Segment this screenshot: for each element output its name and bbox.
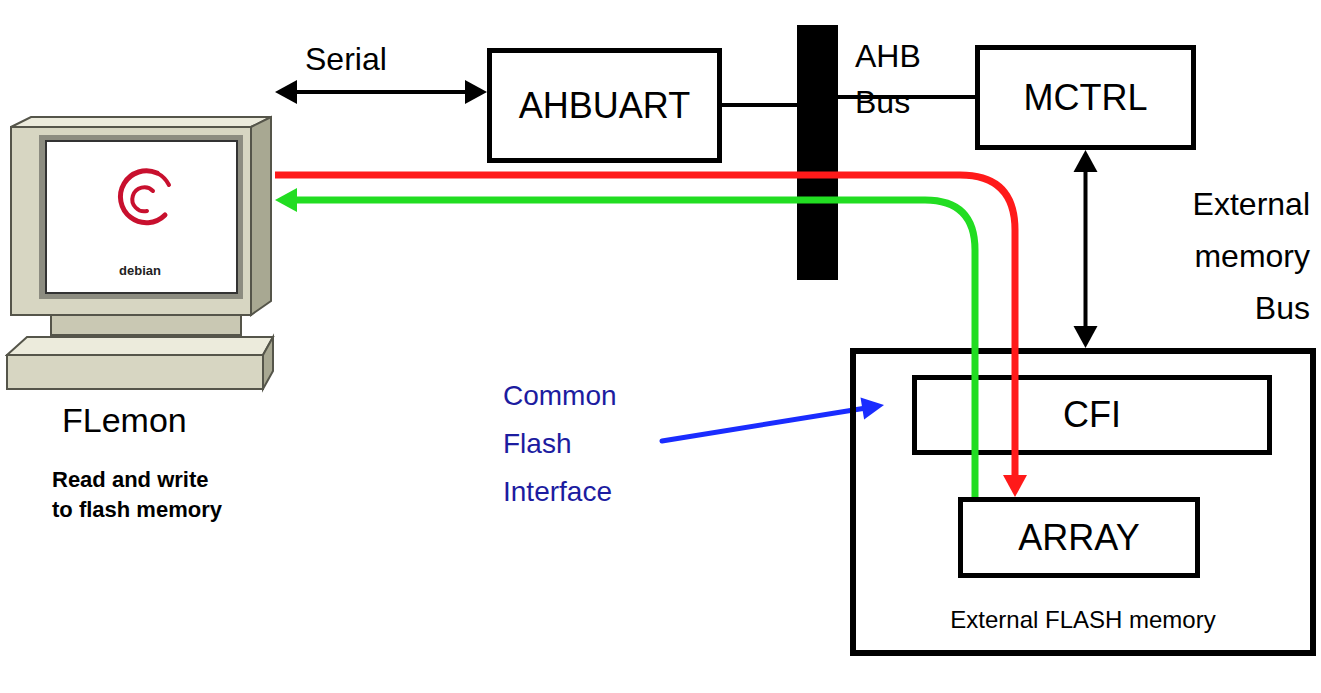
connector [1084, 168, 1088, 330]
interface-box: CFI [912, 375, 1272, 455]
connector [293, 90, 469, 94]
text-slot: External FLASH memory [856, 606, 1310, 635]
bus-bar: AHB Bus [797, 25, 838, 280]
callout-label: Common Flash Interface [503, 372, 673, 516]
arrowhead [465, 80, 487, 104]
text-slot: Common Flash Interface [503, 372, 673, 516]
computer-part [251, 117, 271, 315]
connector-label: Serial [305, 40, 387, 78]
arrowhead [1074, 326, 1098, 348]
flash-memory-box: External FLASH memory CFI ARRAY [850, 348, 1316, 656]
text-slot: debian [100, 263, 180, 279]
text-slot: Serial [305, 40, 387, 78]
text-slot: FLemon [62, 400, 187, 441]
uart-box: AHBUART [487, 48, 722, 163]
arrowhead [275, 80, 297, 104]
arrowhead [1074, 150, 1098, 172]
text-slot: Read and write to flash memory [52, 465, 227, 525]
array-box: ARRAY [958, 497, 1200, 578]
computer-part [46, 141, 237, 293]
computer-part [132, 187, 153, 211]
node-caption: External FLASH memory [856, 606, 1310, 635]
computer-part [157, 173, 169, 185]
connector [722, 103, 797, 107]
computer-part [120, 171, 165, 223]
node-caption: FLemon [62, 400, 187, 441]
computer-part [7, 337, 273, 355]
computer-illustration [5, 115, 275, 395]
box-label: AHBUART [519, 84, 690, 127]
node-caption: AHB Bus [855, 33, 935, 125]
connector-label: External memory Bus [1160, 178, 1310, 334]
text-slot: AHB Bus [855, 33, 935, 125]
box-label: ARRAY [1018, 516, 1139, 559]
node-caption: Read and write to flash memory [52, 465, 227, 525]
computer-part [51, 315, 241, 335]
arrowhead [1003, 475, 1027, 497]
callout-arrowhead [861, 398, 885, 420]
computer-part [11, 127, 251, 315]
computer-part [39, 135, 243, 299]
callout-leader [662, 408, 866, 441]
text-slot: External memory Bus [1160, 178, 1310, 334]
computer-part [7, 355, 263, 389]
screen-logo-text: debian [100, 263, 180, 279]
computer-node: debianFLemonRead and write to flash memo… [5, 115, 275, 395]
box-label: CFI [1063, 393, 1121, 436]
computer-part [263, 337, 273, 389]
connector [275, 175, 1015, 479]
computer-part [11, 117, 271, 127]
controller-box: MCTRL [975, 45, 1196, 150]
arrowhead [275, 188, 297, 212]
box-label: MCTRL [1024, 76, 1148, 119]
